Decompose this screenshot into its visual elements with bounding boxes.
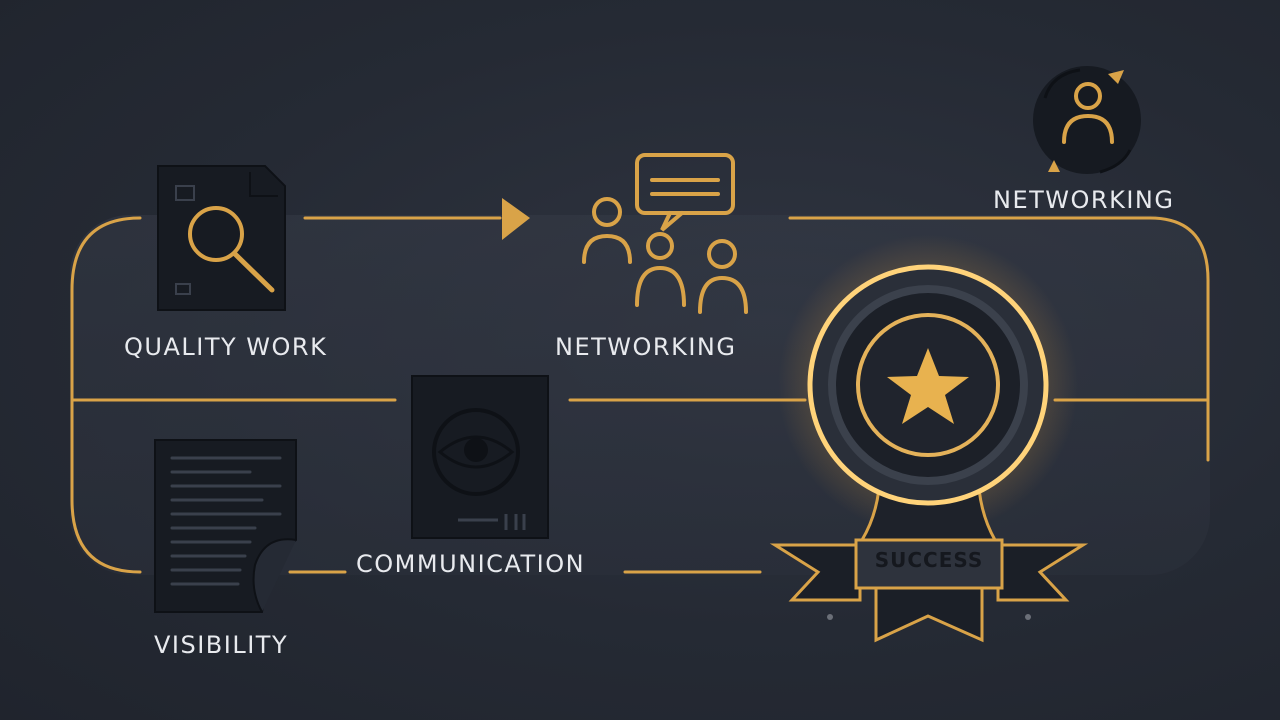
star-medal-icon	[769, 235, 1089, 643]
connector-lines	[70, 216, 1210, 574]
star-icon	[887, 348, 969, 424]
document-lines-icon	[154, 439, 297, 613]
success-banner-label: SUCCESS	[874, 548, 984, 572]
networking-corner-label: NETWORKING	[993, 186, 1175, 214]
communication-label: COMMUNICATION	[356, 550, 586, 578]
document-magnifier-icon	[157, 165, 286, 311]
visibility-label: VISIBILITY	[154, 631, 289, 659]
people-chat-icon	[582, 153, 748, 314]
arrow-right-icon	[502, 198, 530, 240]
top-right-connector	[788, 216, 1210, 462]
outer-left-loop	[70, 216, 142, 574]
person-cycle-icon	[1033, 66, 1141, 174]
networking-center-label: NETWORKING	[555, 333, 737, 361]
quality-work-label: QUALITY WORK	[124, 333, 328, 361]
eye-document-icon	[411, 375, 549, 539]
